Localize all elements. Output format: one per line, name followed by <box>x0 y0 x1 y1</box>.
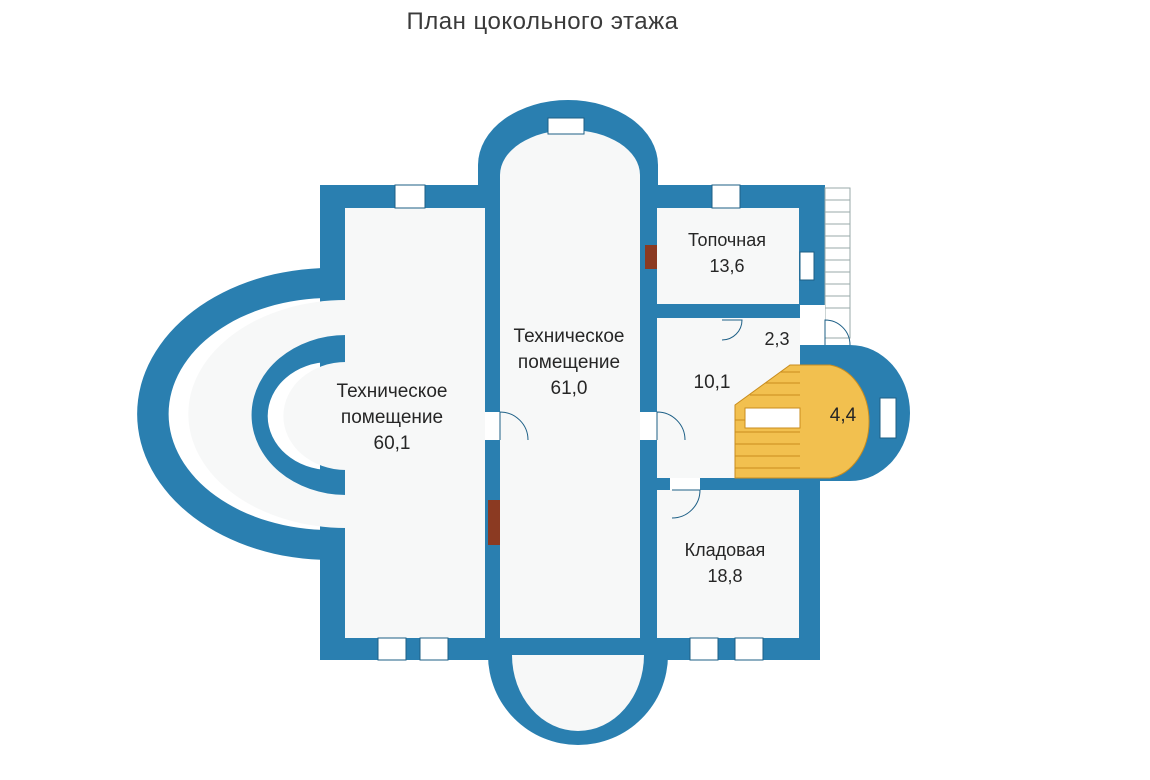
window-bottom-storage-1 <box>689 637 719 661</box>
chimney-lower <box>488 500 500 545</box>
door-swing-storage <box>671 489 701 519</box>
room-labels: Техническое помещение 60,1 Техническое п… <box>337 230 857 586</box>
label-stair: 4,4 <box>830 405 857 426</box>
label-storage-2: 18,8 <box>707 566 742 586</box>
plan-title: План цокольного этажа <box>406 8 679 35</box>
window-bottom-left-2 <box>419 637 449 661</box>
chimney-upper <box>645 245 657 269</box>
window-bottom-storage-2 <box>734 637 764 661</box>
label-tech-left-2: помещение <box>341 407 443 428</box>
door-opening-hall <box>640 412 657 440</box>
window-top-left <box>394 184 426 209</box>
door-opening-storage <box>670 478 700 490</box>
window-top-boiler <box>711 184 741 209</box>
doors <box>485 305 851 519</box>
staircase <box>734 364 870 479</box>
floor-boiler <box>657 208 799 304</box>
door-swing-closet <box>721 319 743 341</box>
door-opening-ext <box>800 305 825 345</box>
door-opening-left <box>485 412 500 440</box>
windows <box>377 117 897 661</box>
label-closet: 2,3 <box>764 329 789 349</box>
floor-storage <box>657 490 799 638</box>
stair-landing <box>744 407 801 429</box>
window-stair-tower <box>879 397 897 439</box>
room-floors <box>188 130 800 731</box>
floor-left-niche <box>283 362 346 470</box>
door-swing-ext <box>824 319 851 346</box>
external-steps <box>824 187 851 339</box>
label-tech-left-1: Техническое <box>337 381 448 402</box>
left-apse-wall <box>137 268 330 560</box>
label-tech-center-3: 61,0 <box>551 378 588 399</box>
floor-tech-center <box>500 130 640 638</box>
floor-tech-left <box>345 208 485 638</box>
label-tech-center-2: помещение <box>518 352 620 373</box>
stair-fill <box>734 364 870 479</box>
label-tech-left-3: 60,1 <box>374 433 411 454</box>
window-bottom-left-1 <box>377 637 407 661</box>
label-tech-center-1: Техническое <box>514 326 625 347</box>
floor-bottom-apse <box>512 655 644 731</box>
chimneys <box>488 245 657 545</box>
label-storage-1: Кладовая <box>685 540 766 560</box>
window-top-apse <box>547 117 585 135</box>
door-swing-hall <box>656 411 686 441</box>
door-swing-left <box>499 411 529 441</box>
label-boiler-2: 13,6 <box>709 256 744 276</box>
label-hall: 10,1 <box>694 372 731 393</box>
label-boiler-1: Топочная <box>688 230 766 250</box>
window-boiler-right <box>799 251 815 281</box>
floor-left-apse <box>188 300 346 528</box>
